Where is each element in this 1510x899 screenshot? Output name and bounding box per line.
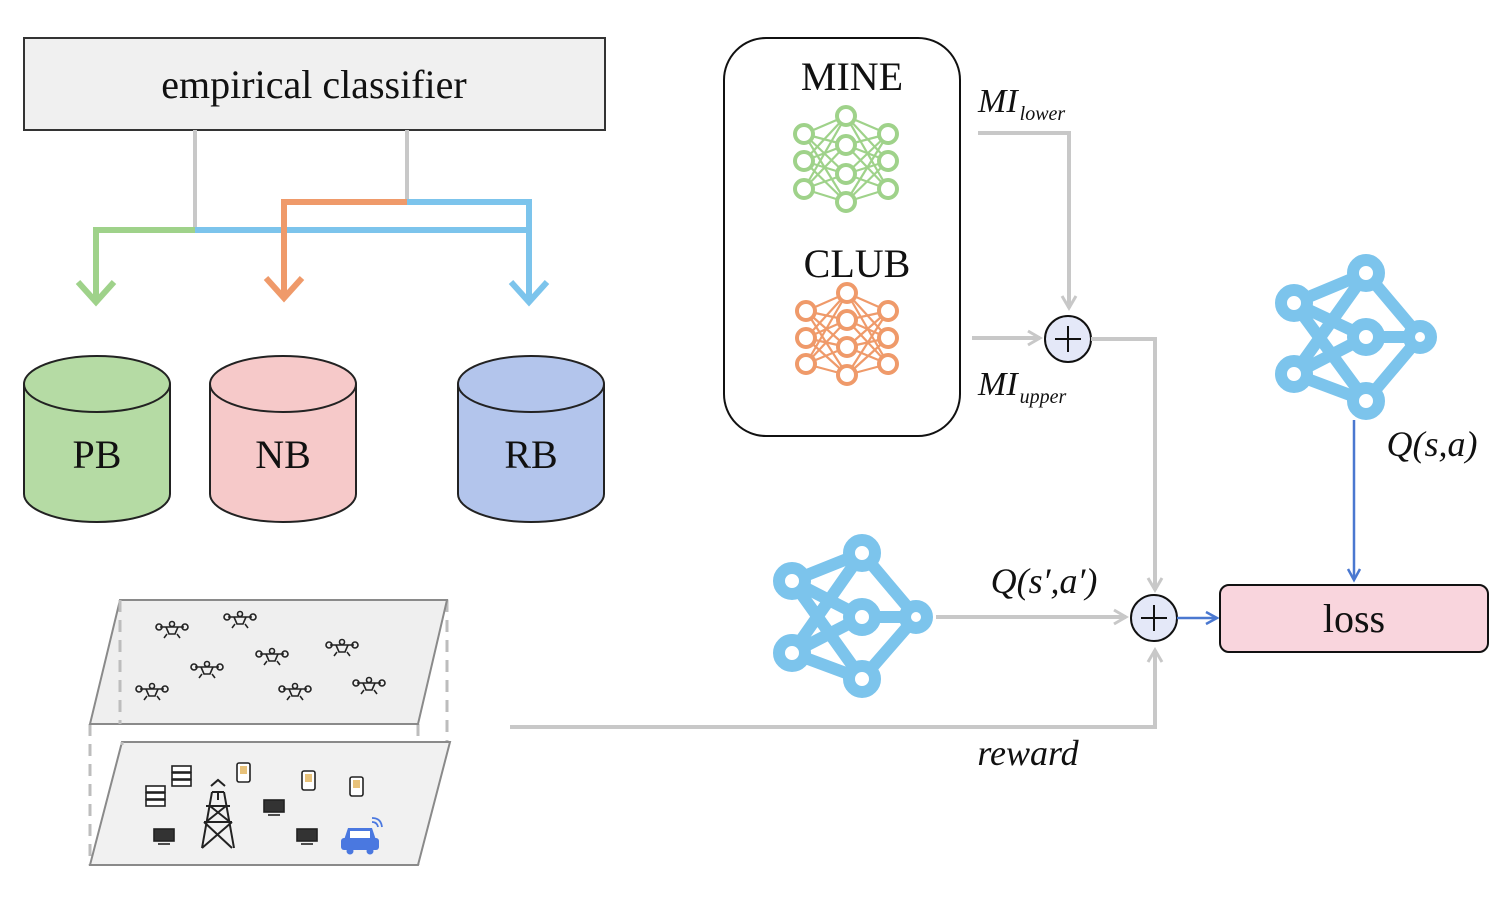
monitor-icon (263, 799, 285, 816)
buffer-rb: RB (457, 355, 605, 523)
mi-upper-sub: upper (1020, 386, 1067, 408)
q-next-label: Q(s′,a′) (991, 561, 1098, 601)
mine-label: MINE (801, 54, 903, 99)
empirical-classifier-box: empirical classifier (23, 37, 606, 131)
reward-label: reward (977, 733, 1079, 773)
environment-layers (88, 599, 452, 866)
monitor-icon (153, 828, 175, 845)
uav-icons (135, 610, 386, 701)
uav-icon (135, 682, 169, 701)
reward-arrow (510, 647, 1164, 729)
uav-icon (255, 647, 289, 666)
buffer-nb: NB (209, 355, 357, 523)
tower-icon (201, 778, 235, 849)
q-network-icon (1275, 254, 1437, 420)
loss-sum-node (1130, 594, 1178, 642)
classifier-routing (75, 130, 550, 307)
empirical-classifier-label: empirical classifier (161, 62, 466, 107)
server-icon (171, 765, 192, 787)
uav-icon (325, 638, 359, 657)
phone-icon (349, 776, 364, 797)
mi-estimator-box: MINE CLUB (723, 37, 961, 437)
uav-icon (278, 682, 312, 701)
buffer-rb-label: RB (504, 432, 557, 477)
mi-lower-main: MI (977, 83, 1019, 120)
uav-layer (88, 599, 449, 725)
loss-label: loss (1323, 596, 1385, 641)
uav-icon (352, 676, 386, 695)
mine-network-icon (793, 105, 899, 213)
mi-lower-sub: lower (1020, 103, 1066, 125)
target-network-icon (773, 534, 933, 698)
phone-icon (301, 770, 316, 791)
monitor-icon (296, 828, 318, 845)
mi-upper-main: MI (977, 366, 1019, 403)
mi-lower-arrow (978, 131, 1078, 311)
uav-icon (190, 660, 224, 679)
buffer-pb: PB (23, 355, 171, 523)
phone-icon (236, 762, 251, 783)
server-icon (145, 785, 166, 807)
club-network-icon (795, 282, 899, 386)
club-label: CLUB (804, 241, 911, 286)
loss-box: loss (1219, 584, 1489, 653)
uav-icon (223, 610, 257, 629)
mi-sum-to-loss-sum (1091, 337, 1164, 593)
q-label: Q(s,a) (1387, 424, 1478, 464)
uav-icon (155, 620, 189, 639)
mi-sum-node (1044, 315, 1092, 363)
buffer-nb-label: NB (255, 432, 311, 477)
ground-devices (145, 762, 383, 855)
buffer-pb-label: PB (73, 432, 122, 477)
car-icon (341, 817, 383, 855)
